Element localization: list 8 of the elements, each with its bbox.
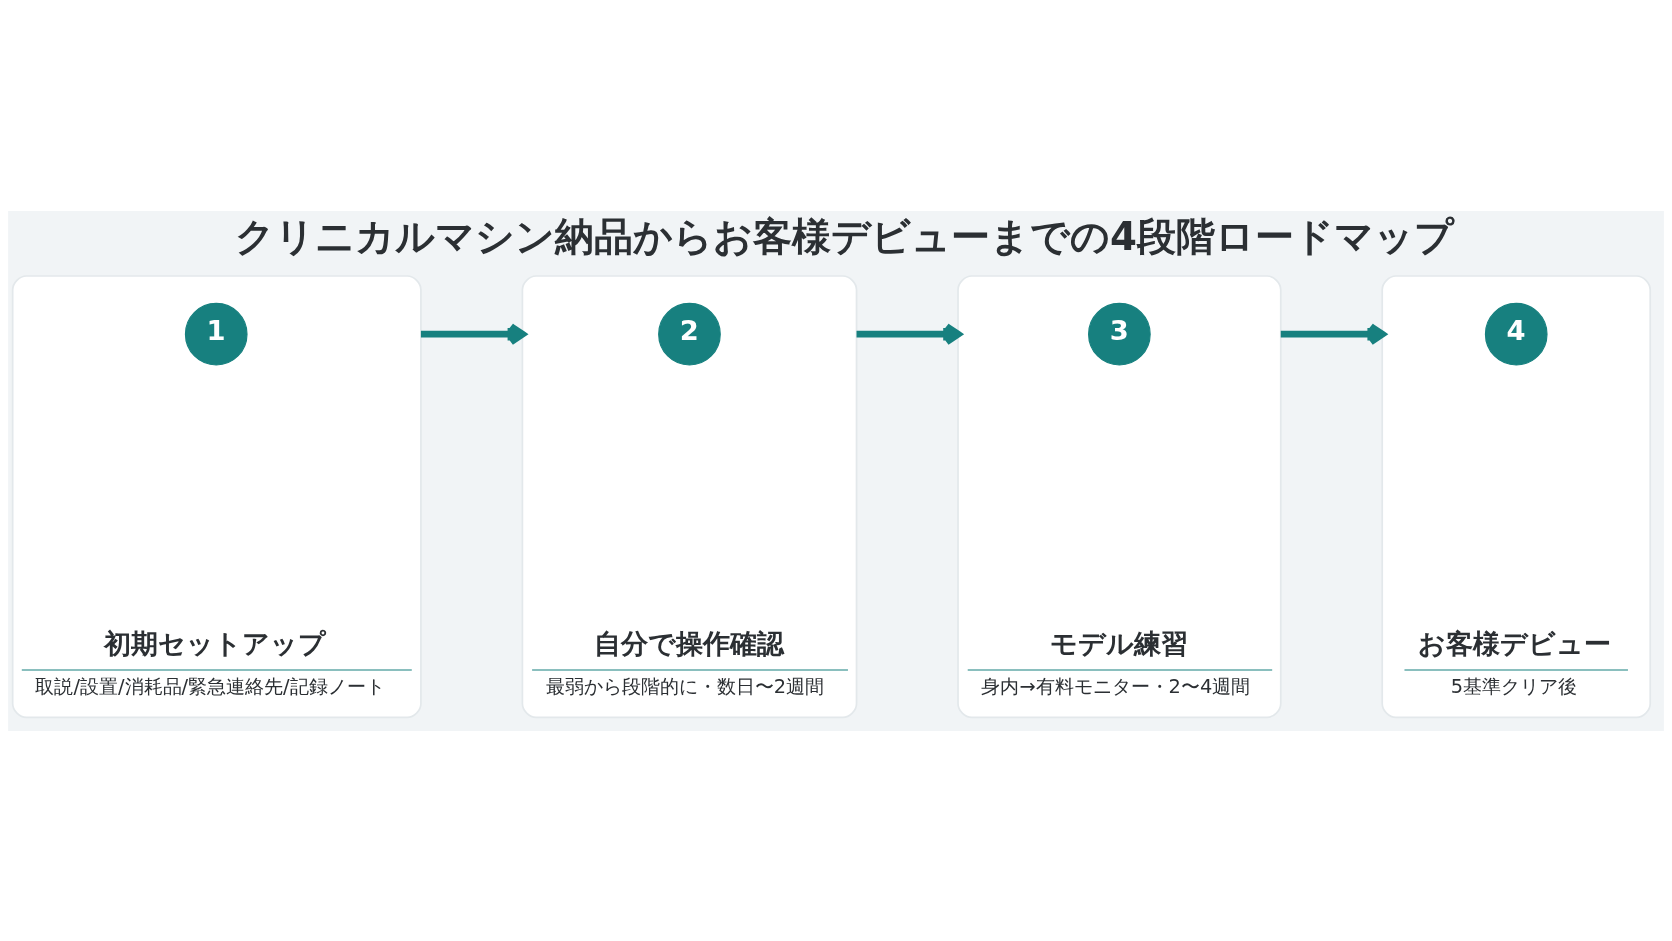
arrow [420, 322, 526, 345]
node-circle: 3 [1088, 302, 1151, 365]
diagram-title: クリニカルマシン納品からお客様デビューまでの4段階ロードマップ [235, 213, 1455, 259]
node-circle: 1 [184, 302, 248, 365]
arrow [1280, 322, 1386, 345]
node-circle: 2 [658, 302, 721, 365]
arrow [856, 322, 962, 345]
node-circle: 4 [1484, 302, 1548, 365]
